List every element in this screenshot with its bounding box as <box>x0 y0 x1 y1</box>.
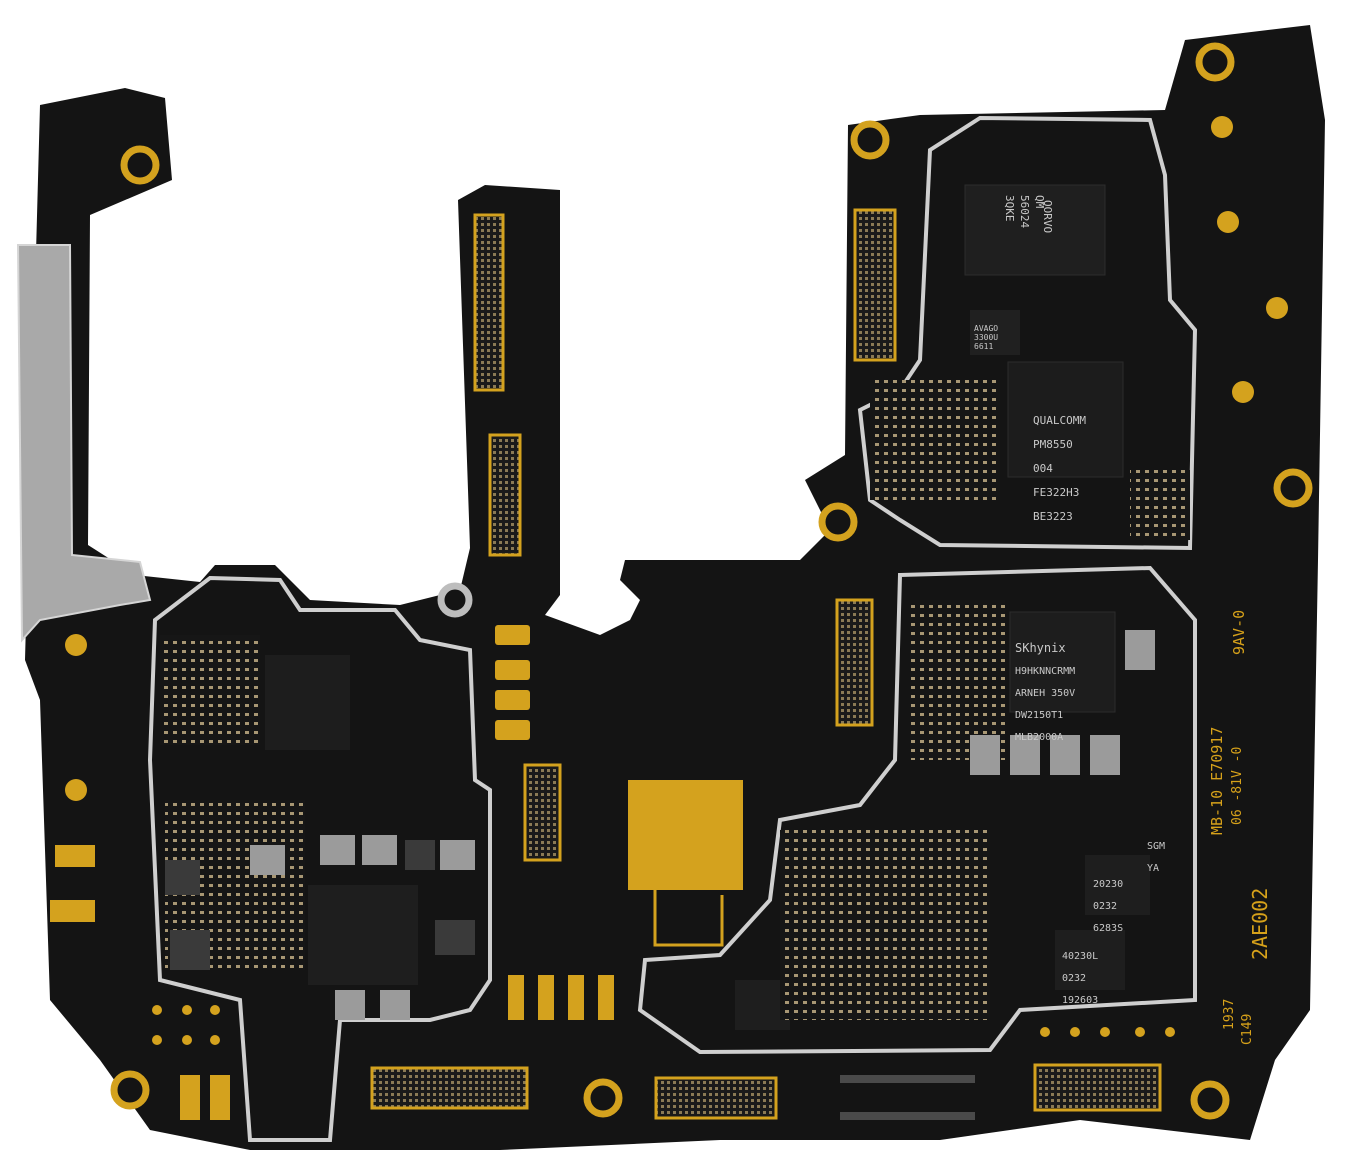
ic-40230-label: 40230L 0232 192603 <box>1062 951 1099 1006</box>
component-field <box>780 830 990 1020</box>
ic-40230-chip <box>1055 930 1125 990</box>
silkscreen-board-id: 2AE002 <box>1248 887 1272 960</box>
shield-outline-lower-right <box>637 565 1197 1055</box>
spring-contacts <box>50 625 614 1120</box>
coax-connector-icon <box>65 116 1288 801</box>
qorvo-chip <box>964 184 1106 276</box>
component-field <box>1130 470 1190 540</box>
gold-pad <box>628 780 743 890</box>
inductor-row <box>250 630 1155 1020</box>
component-field <box>910 600 1005 760</box>
avago-chip <box>970 310 1020 355</box>
gold-trace <box>653 890 724 947</box>
left-soc-chip <box>265 655 350 750</box>
memory-chip-icon <box>1009 611 1116 713</box>
silkscreen-sub: 06 -81V -0 <box>1230 746 1245 825</box>
silkscreen-e70917: MB-10 E70917 <box>1208 726 1226 835</box>
qorvo-chip-line: QM <box>1033 195 1046 209</box>
test-pads <box>152 1005 1175 1045</box>
pcb-substrate <box>25 25 1325 1150</box>
qorvo-chip-line: 3QKE <box>1003 195 1016 222</box>
board-connector-icon <box>370 208 1162 1120</box>
avago-chip-label: AVAGO 3300U 6611 <box>974 324 999 351</box>
qualcomm-pmic-chip-icon <box>1007 361 1124 478</box>
ic-20230-chip <box>1085 855 1150 915</box>
left-memory-chip <box>308 885 418 985</box>
silkscreen-rev: 9AV-0 <box>1230 609 1248 655</box>
dark-inductors <box>165 840 475 970</box>
metal-shield-strip <box>16 244 152 643</box>
skhynix-memory-label: SKhynix H9HKNNCRMM ARNEH 350V DW2150T1 M… <box>1015 641 1076 743</box>
sgm-chip-label: SGM YA <box>1147 841 1166 874</box>
component-field <box>870 380 1000 500</box>
silkscreen-ref: C149 <box>1240 1013 1255 1045</box>
qorvo-chip-line: 56024 <box>1018 195 1031 229</box>
component-field <box>160 635 260 745</box>
shield-outline-left <box>147 575 492 1142</box>
ic-20230-label: 20230 0232 6283S <box>1093 879 1124 934</box>
screw-hole-icon <box>110 42 1313 1120</box>
qualcomm-pmic-label: QUALCOMM PM8550 004 FE322H3 BE3223 <box>1033 414 1086 523</box>
silkscreen-year: 1937 <box>1222 998 1237 1030</box>
